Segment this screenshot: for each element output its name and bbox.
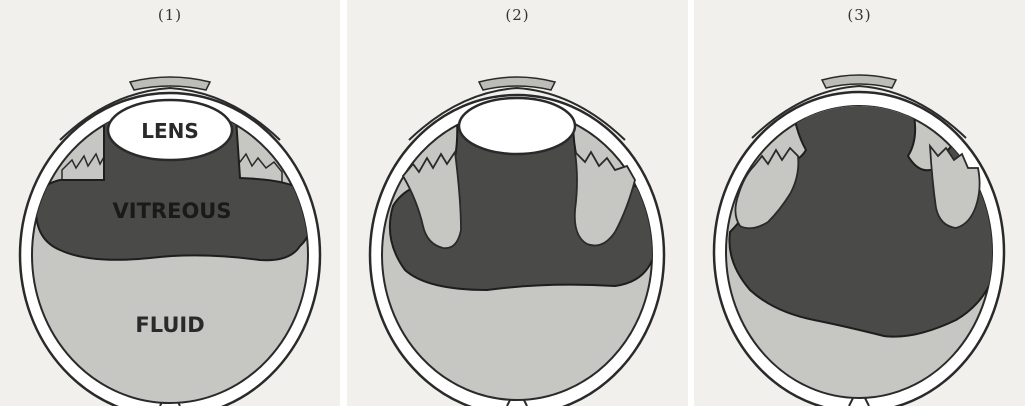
eye-diagram-1: (1) LENS VITREOUS FLUID bbox=[0, 0, 340, 406]
vitreous-label: VITREOUS bbox=[113, 199, 232, 223]
eye-1-drawing: LENS VITREOUS FLUID bbox=[0, 0, 340, 406]
eye-2-drawing bbox=[347, 0, 688, 406]
eye-3-drawing bbox=[694, 0, 1025, 406]
eye-diagram-2: (2) bbox=[347, 0, 688, 406]
lens-2 bbox=[459, 98, 575, 154]
lens-label: LENS bbox=[141, 119, 199, 143]
fluid-label: FLUID bbox=[135, 313, 204, 337]
eye-diagram-3: (3) bbox=[694, 0, 1025, 406]
